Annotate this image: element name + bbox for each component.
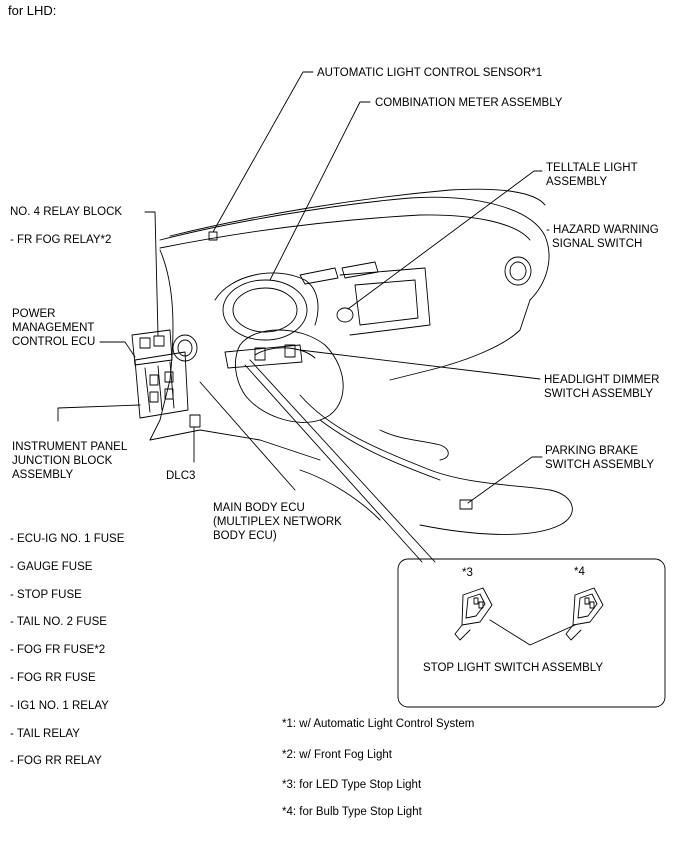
fuse-item: - FOG FR FUSE*2 xyxy=(10,644,106,656)
label-pmc-2: MANAGEMENT xyxy=(12,322,95,334)
fuse-item: - ECU-IG NO. 1 FUSE xyxy=(10,533,125,545)
junction-block xyxy=(134,351,189,419)
left-vent xyxy=(172,334,198,362)
stop-light-switch-bulb-icon xyxy=(565,587,604,641)
fuse-item: - FOG RR RELAY xyxy=(10,755,102,767)
label-parking-1: PARKING BRAKE xyxy=(545,445,639,457)
fuse-item: - GAUGE FUSE xyxy=(10,561,93,573)
right-vent xyxy=(504,256,532,286)
label-parking-2: SWITCH ASSEMBLY xyxy=(545,459,655,471)
telltale-light xyxy=(336,307,354,323)
label-headlight-2: SWITCH ASSEMBLY xyxy=(544,388,654,400)
fuse-item: - TAIL RELAY xyxy=(10,728,80,740)
dashboard-face xyxy=(149,249,174,441)
label-mbecu-2: (MULTIPLEX NETWORK xyxy=(213,516,342,528)
page-header: for LHD: xyxy=(8,3,57,18)
dashboard-top-line xyxy=(159,214,531,249)
label-ipjb-3: ASSEMBLY xyxy=(12,469,74,481)
center-console xyxy=(299,394,573,535)
label-hazard-1: - HAZARD WARNING xyxy=(546,224,659,236)
label-dlc3: DLC3 xyxy=(166,470,196,482)
label-combination-meter: COMBINATION METER ASSEMBLY xyxy=(375,97,563,109)
dashboard-outline xyxy=(159,196,550,381)
label-mbecu-3: BODY ECU) xyxy=(213,530,277,542)
label-star3: *3 xyxy=(462,567,473,579)
stop-light-switch-box xyxy=(397,558,666,708)
footnote: *3: for LED Type Stop Light xyxy=(282,779,422,791)
label-hazard-2: SIGNAL SWITCH xyxy=(552,238,643,250)
label-telltale-1: TELLTALE LIGHT xyxy=(546,162,638,174)
label-telltale-2: ASSEMBLY xyxy=(546,176,608,188)
parking-brake-switch xyxy=(459,499,473,510)
stop-light-switch-leaders xyxy=(489,619,576,646)
label-stop-light-switch: STOP LIGHT SWITCH ASSEMBLY xyxy=(423,662,604,674)
label-headlight-1: HEADLIGHT DIMMER xyxy=(544,374,660,386)
label-fr-fog-relay: - FR FOG RELAY*2 xyxy=(10,234,112,246)
label-auto-light-sensor: AUTOMATIC LIGHT CONTROL SENSOR*1 xyxy=(317,67,543,79)
label-ipjb-1: INSTRUMENT PANEL xyxy=(12,441,128,453)
label-ipjb-2: JUNCTION BLOCK xyxy=(12,455,113,467)
center-display xyxy=(354,279,419,326)
label-star4: *4 xyxy=(574,566,585,578)
windshield-edge xyxy=(169,188,546,237)
label-pmc-3: CONTROL ECU xyxy=(12,336,96,348)
combination-meter xyxy=(222,279,308,341)
label-relay-block: NO. 4 RELAY BLOCK xyxy=(10,206,123,218)
footnote: *2: w/ Front Fog Light xyxy=(282,749,392,761)
steering-wheel xyxy=(234,329,344,423)
leader-lines xyxy=(57,71,543,563)
column-switches xyxy=(224,344,303,369)
fuse-item: - IG1 NO. 1 RELAY xyxy=(10,700,109,712)
footnote: *4: for Bulb Type Stop Light xyxy=(282,806,422,818)
label-mbecu-1: MAIN BODY ECU xyxy=(213,502,305,514)
dlc3-connector xyxy=(189,414,201,428)
label-pmc-1: POWER xyxy=(12,308,56,320)
stop-light-switch-led-icon xyxy=(454,587,493,641)
footnote: *1: w/ Automatic Light Control System xyxy=(282,718,475,730)
fuse-item: - STOP FUSE xyxy=(10,589,82,601)
fuse-item: - TAIL NO. 2 FUSE xyxy=(10,616,107,628)
fuse-item: - FOG RR FUSE xyxy=(10,672,96,684)
meter-hood xyxy=(214,272,319,326)
